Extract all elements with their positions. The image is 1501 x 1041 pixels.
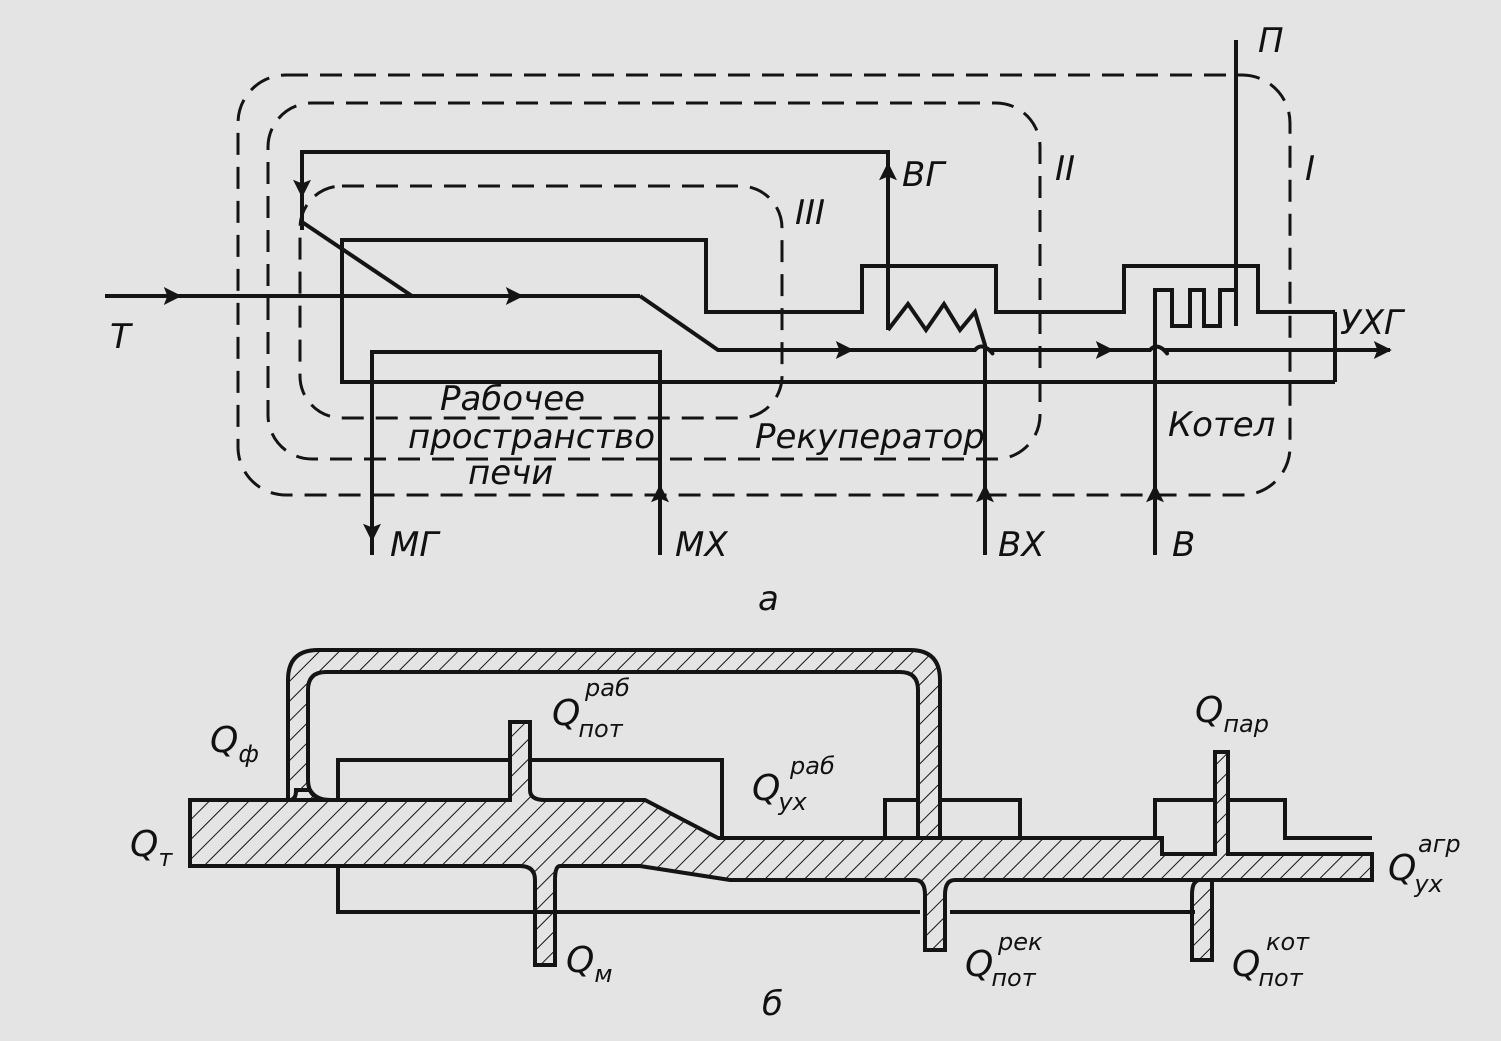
label-q-pot-rek-sup: рек xyxy=(997,928,1043,956)
label-q-pot-kot: Qпот xyxy=(1232,944,1304,992)
label-I: I xyxy=(1305,149,1315,189)
boundary-II xyxy=(266,101,1042,461)
label-q-uh-rab-sup: раб xyxy=(789,752,835,780)
label-furnace-2: пространство xyxy=(408,417,655,457)
band-material xyxy=(336,866,920,914)
label-mh: МХ xyxy=(675,525,728,565)
label-furnace-1: Рабочее xyxy=(440,379,585,419)
label-q-pot-rek: Qпот xyxy=(965,944,1037,992)
label-uhg: УХГ xyxy=(1340,303,1406,343)
label-v: В xyxy=(1172,525,1195,565)
label-III: III xyxy=(795,193,825,233)
label-q-m: Qм xyxy=(566,940,612,988)
label-II: II xyxy=(1055,149,1075,189)
label-q-uh-rab: Qух xyxy=(752,768,808,816)
scheme-b: Qф Qт Qпот раб Qух раб Qпар Qух агр Qм Q… xyxy=(130,648,1461,1024)
recuperator-coil xyxy=(886,300,987,555)
label-t: Т xyxy=(110,317,133,357)
label-q-uh-agr-sup: агр xyxy=(1418,830,1461,858)
label-q-pot-kot-sup: кот xyxy=(1266,928,1310,956)
label-boiler: Котел xyxy=(1168,405,1275,445)
boiler-coil xyxy=(1153,40,1238,555)
label-q-t: Qт xyxy=(130,824,173,872)
label-q-par: Qпар xyxy=(1195,690,1269,738)
label-p: П xyxy=(1258,21,1284,61)
band-main-stream xyxy=(188,720,1374,967)
label-q-pot-rab: Qпот xyxy=(552,693,624,743)
label-q-f: Qф xyxy=(210,720,259,768)
gas-flow-line xyxy=(638,294,1388,356)
boundary-I xyxy=(236,73,1292,497)
caption-a: а xyxy=(758,579,779,619)
material-loop xyxy=(370,350,662,555)
label-vh: ВХ xyxy=(998,525,1045,565)
caption-b: б xyxy=(762,984,783,1024)
label-q-pot-rab-sup: раб xyxy=(584,674,630,702)
inner-outline xyxy=(336,758,1372,840)
label-mg: МГ xyxy=(390,525,441,565)
gas-channel-top xyxy=(340,238,1335,314)
label-q-uh-agr: Qух xyxy=(1388,848,1444,898)
band-air-loop xyxy=(286,648,942,840)
gas-channel-bottom xyxy=(340,296,1335,384)
scheme-a: Т ВГ III II I П УХГ Рабочее пространство… xyxy=(105,21,1406,619)
label-vg: ВГ xyxy=(902,155,947,195)
label-recuperator: Рекуператор xyxy=(755,417,985,457)
air-mix-line xyxy=(300,220,414,298)
label-furnace-3: печи xyxy=(468,453,553,493)
